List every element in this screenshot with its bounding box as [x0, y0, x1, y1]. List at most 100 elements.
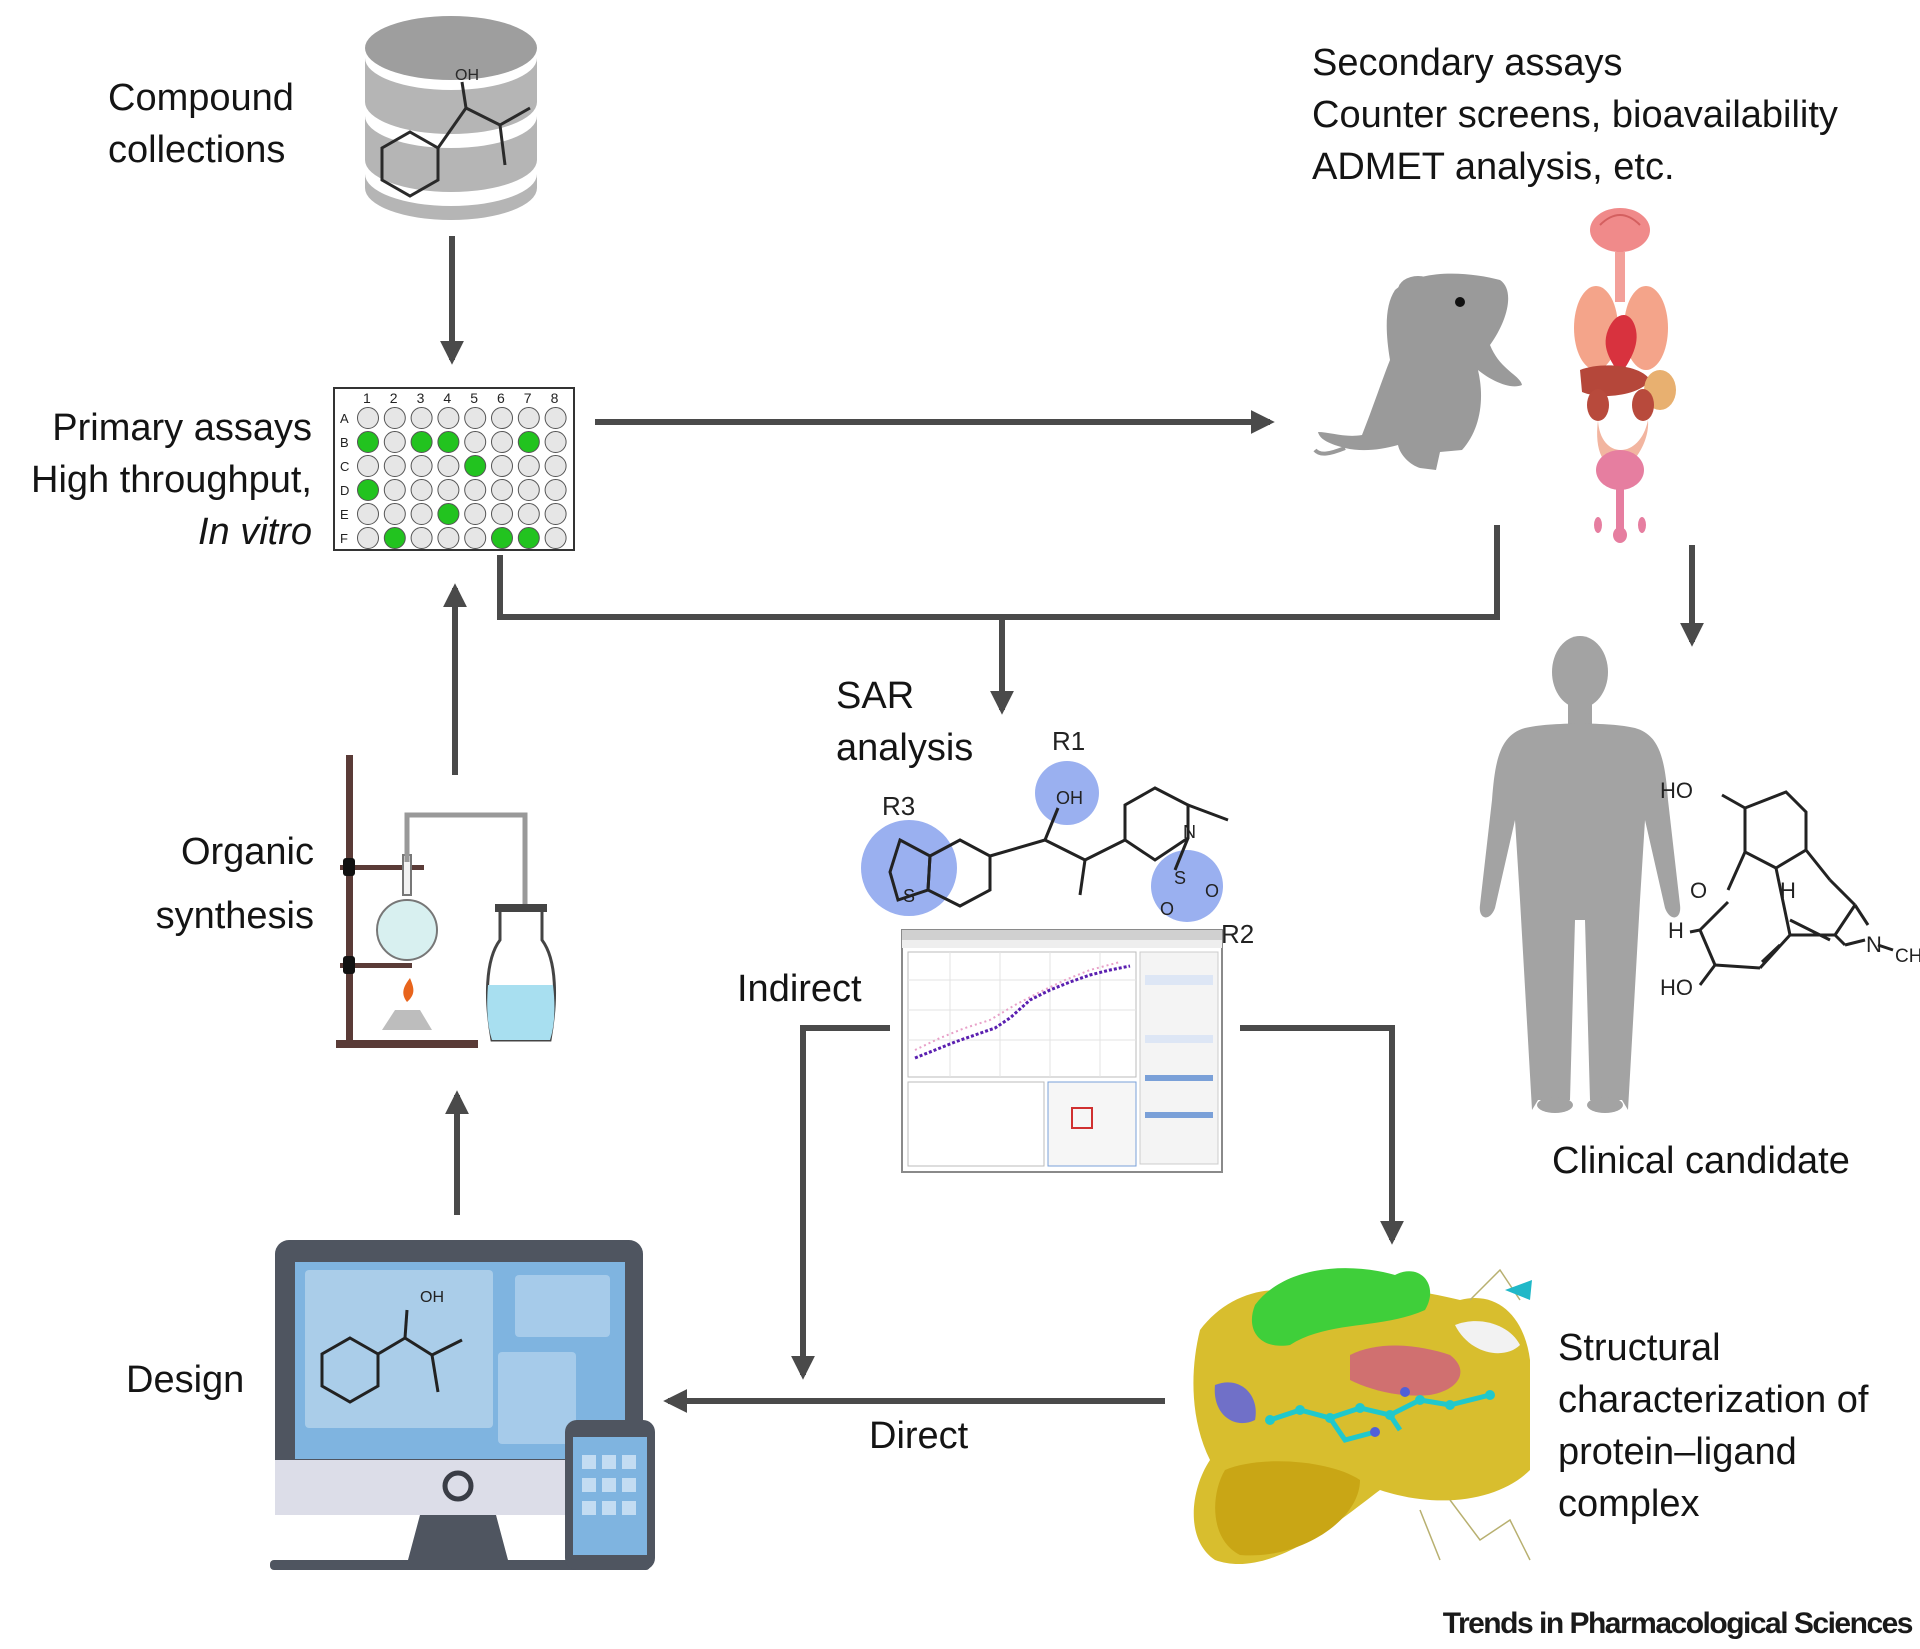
plate-well: [383, 407, 406, 429]
plate-well: [357, 407, 379, 429]
plate-well-hit: [437, 503, 460, 525]
clinical-candidate-structure: [1689, 790, 1894, 986]
plate-well: [517, 455, 540, 477]
plate-well-hit: [491, 527, 513, 549]
arrow-indirect: [791, 1025, 890, 1380]
r2-label: R2: [1221, 919, 1254, 949]
sar-n-label: N: [1183, 822, 1196, 842]
atom-h-left: H: [1668, 918, 1684, 943]
design-computer-icon: OH: [270, 1240, 655, 1570]
plate-well: [491, 479, 513, 501]
plate-well-hit: [357, 479, 379, 501]
arrow-feedback-to-sar: [497, 525, 1500, 620]
plate-row-label: B: [340, 435, 349, 450]
plate-column-labels: 1 2 3 4 5 6 7 8: [363, 390, 559, 406]
sar-software-window: [901, 929, 1223, 1173]
plate-column-label: 2: [390, 390, 398, 406]
protein-ligand-complex: [1193, 1268, 1532, 1564]
plate-row-label: D: [340, 483, 349, 498]
plate-well: [491, 455, 513, 477]
flow-arrows: [440, 236, 1704, 1413]
plate-well: [437, 407, 460, 429]
plate-wells: [357, 407, 567, 549]
mouse-silhouette: [1313, 273, 1522, 470]
plate-well: [517, 407, 540, 429]
plate-well-hit: [517, 431, 540, 453]
plate-well: [437, 455, 460, 477]
plate-well: [383, 431, 406, 453]
plate-well: [464, 407, 487, 429]
r1-label: R1: [1052, 726, 1085, 756]
plate-column-label: 8: [551, 390, 559, 406]
synthesis-apparatus: [336, 755, 556, 1048]
plate-row-label: E: [340, 507, 349, 522]
db-oh-label: OH: [455, 67, 479, 84]
plate-well: [383, 479, 406, 501]
human-silhouette: [1479, 636, 1681, 1113]
plate-well: [410, 503, 433, 525]
atom-ch3: CH3: [1895, 946, 1920, 967]
plate-well-hit: [383, 527, 406, 549]
arrow-sar-to-structure: [1240, 1025, 1404, 1245]
plate-well: [544, 431, 567, 453]
plate-well: [357, 527, 379, 549]
atom-o-ring: O: [1690, 878, 1707, 903]
plate-column-label: 5: [470, 390, 478, 406]
primary-assays-label: Primary assays High throughput, In vitro: [31, 407, 312, 553]
sar-oh-label: OH: [1056, 788, 1083, 808]
plate-well: [544, 455, 567, 477]
atom-ho-bottom: HO: [1660, 975, 1693, 1000]
plate-well: [464, 527, 487, 549]
plate-column-label: 3: [417, 390, 425, 406]
plate-well: [357, 455, 379, 477]
sar-analysis-label: SAR analysis: [836, 675, 974, 769]
plate-well: [464, 479, 487, 501]
plate-row-label: A: [340, 411, 349, 426]
sar-s-sulfonyl: S: [1174, 868, 1186, 888]
plate-row-label: F: [340, 531, 348, 546]
plate-well: [491, 431, 513, 453]
atom-h-bridge: H: [1780, 878, 1796, 903]
human-organs-illustration: [1574, 208, 1676, 543]
atom-n-methyl: N: [1866, 932, 1882, 957]
clinical-candidate-label: Clinical candidate: [1552, 1140, 1850, 1182]
plate-column-label: 7: [524, 390, 532, 406]
plate-well-hit: [357, 431, 379, 453]
plate-well: [544, 527, 567, 549]
sar-o1: O: [1160, 899, 1174, 919]
plate-well: [491, 503, 513, 525]
plate-well: [517, 503, 540, 525]
plate-well-hit: [517, 527, 540, 549]
direct-label: Direct: [869, 1415, 969, 1457]
plate-column-label: 1: [363, 390, 371, 406]
sar-o2: O: [1205, 881, 1219, 901]
plate-well: [464, 503, 487, 525]
r3-label: R3: [882, 791, 915, 821]
plate-well-hit: [464, 455, 487, 477]
plate-column-label: 4: [443, 390, 451, 406]
plate-well: [517, 479, 540, 501]
plate-column-label: 6: [497, 390, 505, 406]
plate-well: [544, 407, 567, 429]
plate-well-hit: [410, 431, 433, 453]
clinical-candidate-atoms: HO O H H N CH3 HO: [1660, 778, 1920, 1000]
plate-well-hit: [437, 431, 460, 453]
plate-well: [357, 503, 379, 525]
secondary-assays-label: Secondary assays Counter screens, bioava…: [1312, 42, 1838, 188]
plate-well: [437, 527, 460, 549]
plate-well: [410, 455, 433, 477]
plate-well: [437, 479, 460, 501]
sar-s-ring: S: [903, 886, 915, 906]
structural-characterization-label: Structural characterization of protein–l…: [1558, 1327, 1869, 1525]
plate-well: [410, 407, 433, 429]
indirect-label: Indirect: [737, 968, 862, 1010]
plate-well: [383, 503, 406, 525]
plate-well: [491, 407, 513, 429]
compound-collections-label: Compound collections: [108, 77, 294, 171]
plate-well: [383, 455, 406, 477]
sar-molecule: OH S N S O O R1 R2 R3: [861, 726, 1254, 949]
plate-row-label: C: [340, 459, 349, 474]
